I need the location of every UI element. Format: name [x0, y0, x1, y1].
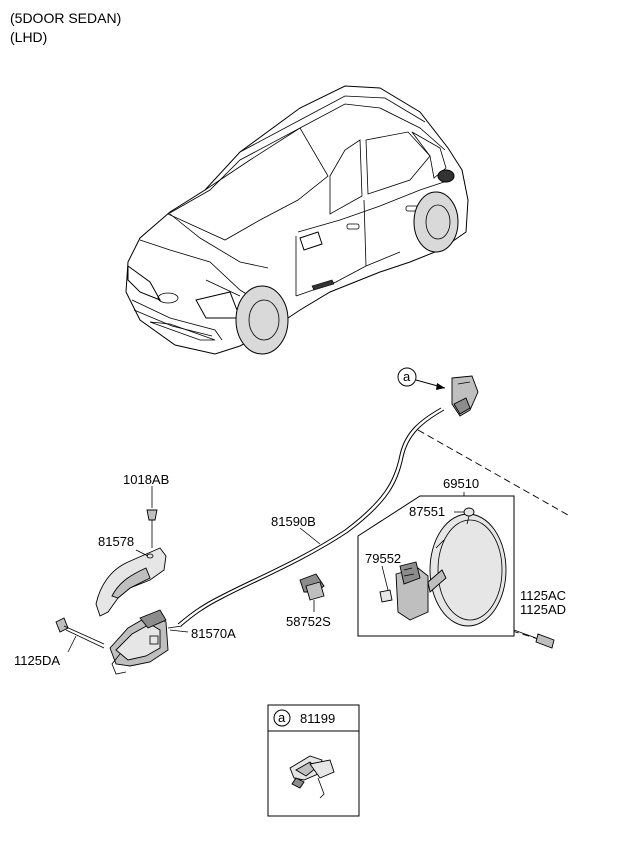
- label-87551: 87551: [409, 504, 445, 519]
- label-1125da: 1125DA: [14, 653, 60, 668]
- label-58752s: 58752S: [286, 614, 331, 629]
- leader-81570a: [169, 629, 189, 633]
- label-81590b: 81590B: [271, 514, 316, 529]
- header-body-type: (5DOOR SEDAN): [10, 10, 121, 26]
- leader-79552: [381, 565, 389, 591]
- cable-end-bracket: [451, 375, 479, 417]
- header-drive-side: (LHD): [10, 29, 47, 45]
- inset-part-number: 81199: [300, 711, 335, 726]
- car-illustration: [125, 85, 469, 355]
- leader-1125da: [67, 635, 77, 653]
- leader-81590b: [299, 527, 321, 545]
- label-1125ac: 1125AC: [520, 588, 566, 603]
- inset-box-81199: a 81199: [267, 704, 360, 817]
- release-cable: [177, 407, 445, 627]
- label-79552: 79552: [365, 551, 401, 566]
- dashed-ref-upper: [417, 429, 569, 516]
- part-1125ac-bolt: [513, 629, 555, 649]
- part-81578-handle: [95, 528, 167, 617]
- inset-ref-letter: a: [278, 710, 286, 725]
- leader-81578: [135, 549, 149, 557]
- label-1018ab: 1018AB: [123, 472, 169, 487]
- fuel-door-assembly-box: [357, 495, 515, 637]
- part-58752s-clip: [299, 573, 325, 612]
- part-1125da-bolt: [55, 617, 105, 649]
- callout-a: a: [397, 367, 446, 390]
- label-1125ad: 1125AD: [520, 602, 566, 617]
- part-1018ab-screw: [146, 486, 158, 528]
- label-81570a: 81570A: [191, 626, 236, 641]
- callout-a-letter: a: [403, 369, 411, 384]
- part-81570a-lever: [109, 609, 183, 675]
- label-81578: 81578: [98, 534, 134, 549]
- label-69510: 69510: [443, 476, 479, 491]
